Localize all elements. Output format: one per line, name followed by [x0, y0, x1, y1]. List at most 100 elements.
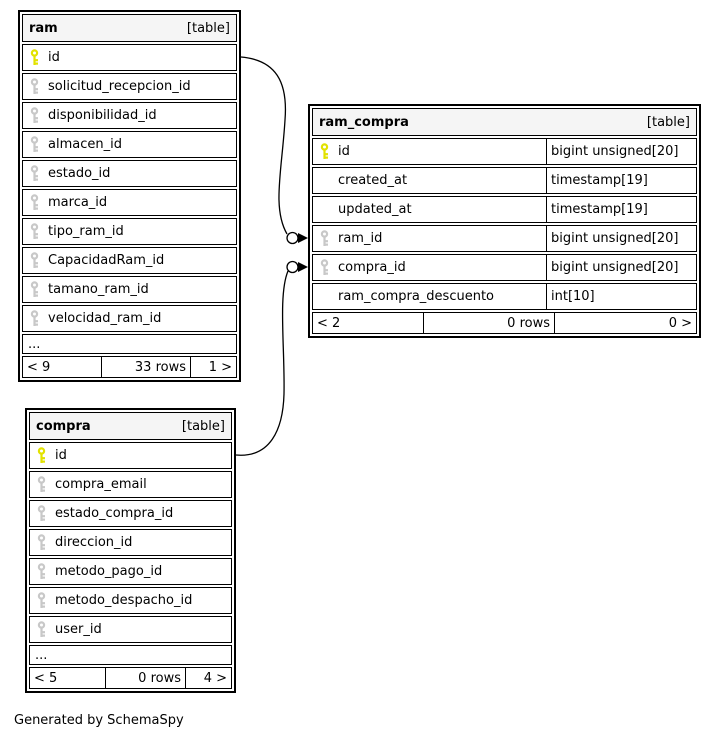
fk-arrowhead [298, 233, 308, 243]
table-row: id [29, 442, 232, 469]
table-row: metodo_despacho_id [29, 587, 232, 614]
column-name: direccion_id [55, 535, 133, 550]
foreign-key-icon [30, 78, 40, 95]
column-name: estado_compra_id [55, 506, 174, 521]
column-type: timestamp[19] [546, 197, 696, 222]
foreign-key-icon [30, 165, 40, 182]
column-name: id [48, 50, 60, 65]
table-row: user_id [29, 616, 232, 643]
table-ram-compra[interactable]: ram_compra [table] id bigint unsigned[20… [308, 104, 701, 338]
table-row: created_at timestamp[19] [312, 167, 697, 194]
table-compra[interactable]: compra [table] id compra_email estado_co… [25, 408, 236, 693]
table-row: compra_id bigint unsigned[20] [312, 254, 697, 281]
footer-row-count: 0 rows [423, 313, 554, 333]
hidden-columns-ellipsis: ... [29, 645, 232, 665]
ellipsis-label: ... [28, 336, 41, 352]
column-name: estado_id [48, 166, 111, 181]
primary-key-icon [30, 49, 40, 66]
foreign-key-icon [30, 252, 40, 269]
column-name: CapacidadRam_id [48, 253, 165, 268]
table-title: compra [36, 418, 91, 434]
footer-parents-count: < 2 [317, 315, 341, 331]
column-name: compra_email [55, 477, 147, 492]
fk-endpoint-circle [286, 231, 299, 245]
table-header[interactable]: ram [table] [22, 14, 237, 42]
column-name: velocidad_ram_id [48, 311, 162, 326]
table-row: id bigint unsigned[20] [312, 138, 697, 165]
table-row: tipo_ram_id [22, 218, 237, 245]
table-footer: < 9 33 rows 1 > [22, 356, 237, 378]
footer-children-count: 1 > [190, 357, 236, 377]
table-row: ram_compra_descuento int[10] [312, 283, 697, 310]
table-row: velocidad_ram_id [22, 305, 237, 332]
table-row: direccion_id [29, 529, 232, 556]
footer-row-count: 33 rows [101, 357, 190, 377]
table-badge: [table] [646, 114, 690, 130]
column-name: user_id [55, 622, 102, 637]
table-badge: [table] [186, 20, 230, 36]
primary-key-icon [320, 143, 330, 160]
table-title: ram [29, 20, 58, 36]
foreign-key-icon [30, 136, 40, 153]
table-row: estado_compra_id [29, 500, 232, 527]
column-name: tamano_ram_id [48, 282, 149, 297]
column-type: bigint unsigned[20] [546, 255, 696, 280]
foreign-key-icon [320, 259, 330, 276]
footer-children-count: 4 > [185, 668, 231, 688]
column-name: disponibilidad_id [48, 108, 157, 123]
column-name: compra_id [338, 260, 406, 275]
generated-by-note: Generated by SchemaSpy [14, 713, 184, 728]
foreign-key-icon [30, 281, 40, 298]
table-row: estado_id [22, 160, 237, 187]
table-row: updated_at timestamp[19] [312, 196, 697, 223]
column-name: metodo_despacho_id [55, 593, 193, 608]
column-name: ram_compra_descuento [338, 289, 494, 304]
table-row: compra_email [29, 471, 232, 498]
table-footer: < 2 0 rows 0 > [312, 312, 697, 334]
foreign-key-icon [30, 310, 40, 327]
table-row: solicitud_recepcion_id [22, 73, 237, 100]
foreign-key-icon [30, 223, 40, 240]
column-name: solicitud_recepcion_id [48, 79, 191, 94]
column-name: updated_at [338, 202, 412, 217]
table-row: ram_id bigint unsigned[20] [312, 225, 697, 252]
table-header[interactable]: compra [table] [29, 412, 232, 440]
column-name: created_at [338, 173, 408, 188]
fk-endpoint-circle [286, 260, 299, 274]
table-footer: < 5 0 rows 4 > [29, 667, 232, 689]
footer-parents-count: < 9 [27, 359, 51, 375]
foreign-key-icon [37, 505, 47, 522]
fk-connector-ram-id [240, 56, 288, 235]
foreign-key-icon [320, 230, 330, 247]
column-name: metodo_pago_id [55, 564, 163, 579]
primary-key-icon [37, 447, 47, 464]
table-row: tamano_ram_id [22, 276, 237, 303]
table-row: metodo_pago_id [29, 558, 232, 585]
foreign-key-icon [30, 107, 40, 124]
column-name: almacen_id [48, 137, 122, 152]
table-title: ram_compra [319, 114, 409, 130]
table-ram[interactable]: ram [table] id solicitud_recepcion_id di… [18, 10, 241, 382]
foreign-key-icon [37, 563, 47, 580]
hidden-columns-ellipsis: ... [22, 334, 237, 354]
foreign-key-icon [30, 194, 40, 211]
ellipsis-label: ... [35, 647, 48, 663]
column-name: marca_id [48, 195, 108, 210]
table-row: CapacidadRam_id [22, 247, 237, 274]
table-row: almacen_id [22, 131, 237, 158]
column-type: timestamp[19] [546, 168, 696, 193]
footer-children-count: 0 > [554, 313, 696, 333]
column-type: bigint unsigned[20] [546, 226, 696, 251]
table-row: marca_id [22, 189, 237, 216]
column-name: tipo_ram_id [48, 224, 124, 239]
fk-connector-compra-id [235, 270, 289, 456]
foreign-key-icon [37, 534, 47, 551]
table-badge: [table] [181, 418, 225, 434]
foreign-key-icon [37, 621, 47, 638]
column-type: bigint unsigned[20] [546, 139, 696, 164]
footer-row-count: 0 rows [105, 668, 185, 688]
column-name: id [338, 144, 350, 159]
table-header[interactable]: ram_compra [table] [312, 108, 697, 136]
column-type: int[10] [546, 284, 696, 309]
